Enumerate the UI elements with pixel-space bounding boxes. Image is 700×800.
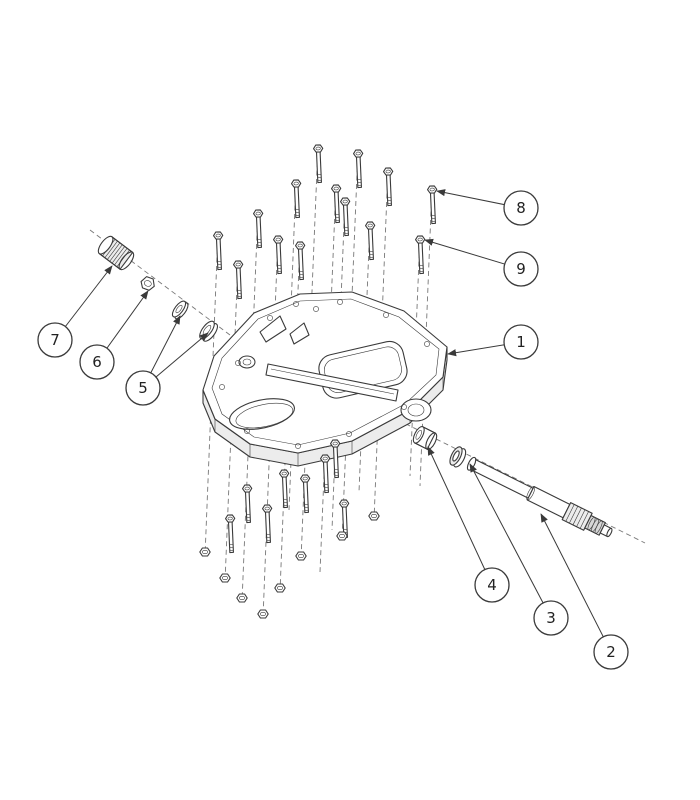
callout-3: 3 xyxy=(469,463,569,636)
callout-1: 1 xyxy=(447,324,539,360)
pedal-body xyxy=(202,291,448,467)
callout-5: 5 xyxy=(125,315,209,406)
callout-7-label: 7 xyxy=(50,331,60,349)
callout-8-label: 8 xyxy=(516,199,526,217)
callout-3-label: 3 xyxy=(546,609,556,627)
callout-1-label: 1 xyxy=(516,333,526,351)
callout-5-label: 5 xyxy=(138,379,148,397)
hex-locknut xyxy=(140,276,155,291)
pin-callout-8-target xyxy=(426,185,439,225)
callout-4: 4 xyxy=(427,446,510,603)
callout-6: 6 xyxy=(79,290,149,380)
knurled-dust-cap xyxy=(97,235,135,271)
callout-9: 9 xyxy=(424,238,539,287)
callout-7: 7 xyxy=(37,265,113,358)
callout-6-label: 6 xyxy=(92,353,102,371)
callout-8: 8 xyxy=(436,189,539,226)
callout-4-label: 4 xyxy=(487,576,497,594)
bushing xyxy=(412,426,438,450)
callout-2-label: 2 xyxy=(606,643,616,661)
callout-9-label: 9 xyxy=(516,260,526,278)
bearing xyxy=(449,446,467,468)
callouts: 1 2 3 4 5 6 xyxy=(37,189,629,670)
pin-holes xyxy=(219,299,430,449)
traction-pins-upper xyxy=(212,144,439,300)
pin-callout-9-target xyxy=(414,235,427,275)
callout-2: 2 xyxy=(540,513,629,670)
pin-nuts xyxy=(199,511,380,619)
spindle xyxy=(466,456,613,538)
